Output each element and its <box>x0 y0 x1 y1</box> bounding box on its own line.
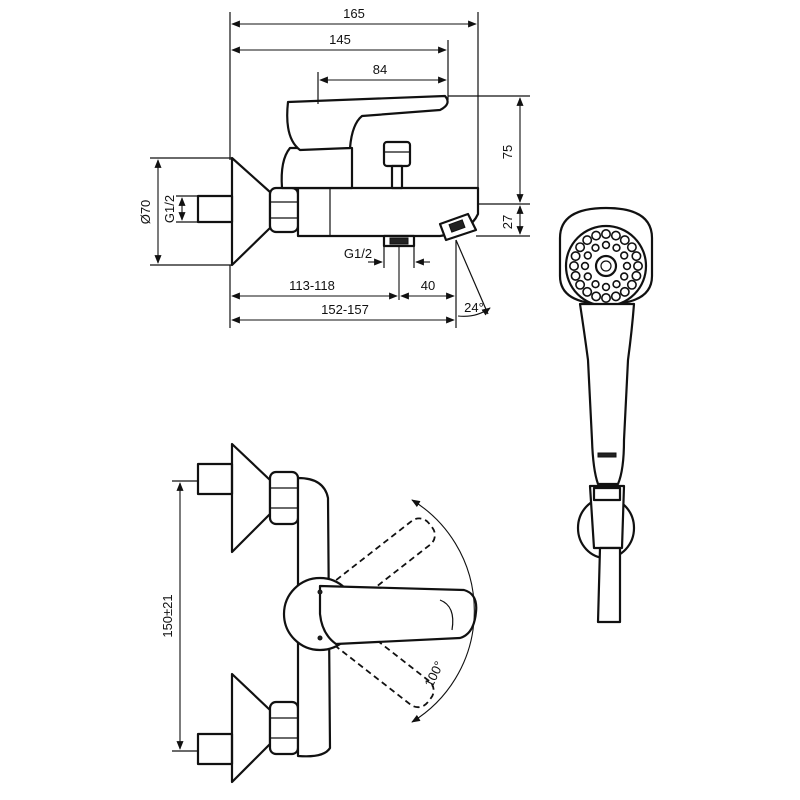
cartridge-housing <box>280 146 354 190</box>
nozzle <box>610 291 621 302</box>
nozzle <box>568 260 579 271</box>
dim-outlet-to-spout: 40 <box>421 278 435 293</box>
shower-center <box>594 254 618 278</box>
nozzle <box>575 279 586 290</box>
dim-outlet-thread: G1/2 <box>344 246 372 261</box>
nozzle <box>583 251 592 260</box>
dim-lever-rotation: 100° <box>421 659 446 690</box>
nozzle <box>570 270 581 281</box>
nozzle <box>601 240 611 250</box>
dim-wall-to-spout: 152-157 <box>321 302 369 317</box>
hex-nut <box>268 186 300 234</box>
bottom-inlet-stub <box>196 732 234 766</box>
nozzle <box>591 280 600 289</box>
dim-spout-angle: 24° <box>464 300 484 315</box>
wall-flange <box>230 156 272 267</box>
shower-handle <box>578 302 636 486</box>
nozzle <box>632 260 643 271</box>
nozzle <box>619 251 629 260</box>
shower-hose <box>596 546 622 624</box>
nozzle <box>612 280 621 289</box>
nozzle <box>631 251 642 262</box>
spout-aerator <box>448 219 466 233</box>
dim-inlet-spacing: 150±21 <box>160 594 175 637</box>
nozzle <box>570 251 581 262</box>
shower-nozzles <box>568 229 643 303</box>
nozzle <box>631 270 642 281</box>
dim-inlet-thread: G1/2 <box>162 195 177 223</box>
lever-handle <box>286 94 449 152</box>
top-hex-nut <box>268 470 300 526</box>
front-view: 100° 150±21 <box>160 442 478 784</box>
nozzle <box>619 286 630 297</box>
holder-clip <box>588 484 626 550</box>
nozzle <box>619 235 630 246</box>
diverter-knob <box>382 140 412 168</box>
nozzle <box>591 243 600 253</box>
dim-wall-to-outlet: 113-118 <box>289 278 335 293</box>
nozzle <box>626 279 637 290</box>
nozzle <box>591 230 602 241</box>
side-view: 165 145 84 75 27 Ø70 G1/2 G1/2 <box>138 6 530 328</box>
nozzle <box>575 242 586 253</box>
dim-body-length: 145 <box>329 32 351 47</box>
dim-height-spout: 27 <box>500 215 515 229</box>
shower-handle-mark <box>597 452 617 458</box>
nozzle <box>582 286 593 297</box>
nozzle <box>601 282 611 292</box>
hand-shower <box>558 206 654 624</box>
top-inlet-stub <box>196 462 234 496</box>
nozzle <box>580 261 590 271</box>
nozzle <box>600 292 611 303</box>
nozzle <box>600 229 611 240</box>
top-flange <box>230 442 272 554</box>
dim-flange-diameter: Ø70 <box>138 200 153 225</box>
bottom-flange <box>230 672 272 784</box>
nozzle <box>626 242 637 253</box>
dim-lever-length: 84 <box>373 62 387 77</box>
nozzle <box>582 235 593 246</box>
nozzle <box>591 291 602 302</box>
bottom-hex-nut <box>268 700 300 756</box>
nozzle <box>622 261 632 271</box>
inlet-stub <box>196 194 234 224</box>
nozzle <box>612 243 621 253</box>
nozzle <box>583 272 592 281</box>
dim-overall-length: 165 <box>343 6 365 21</box>
nozzle <box>619 272 629 281</box>
nozzle <box>610 230 621 241</box>
dim-height-lever: 75 <box>500 145 515 159</box>
